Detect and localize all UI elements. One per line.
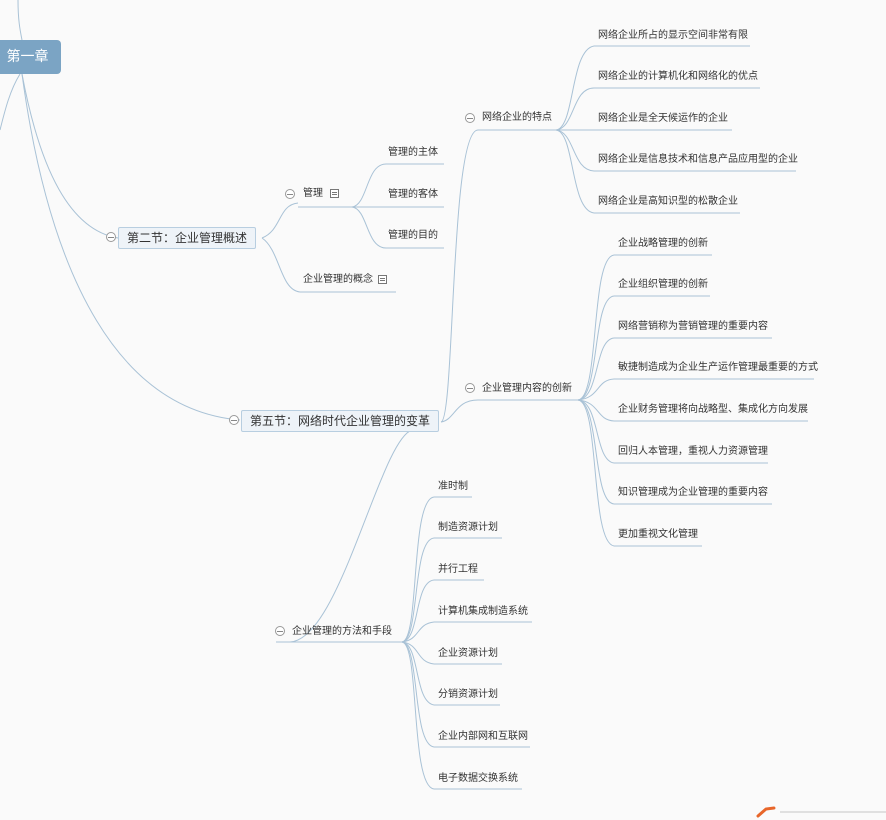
note-icon[interactable] bbox=[378, 275, 387, 284]
topic-innovation-item[interactable]: 回归人本管理，重视人力资源管理 bbox=[618, 446, 768, 457]
topic-innovation-item[interactable]: 网络营销称为营销管理的重要内容 bbox=[618, 321, 768, 332]
topic-method-item[interactable]: 分销资源计划 bbox=[438, 689, 498, 700]
topic-innovation-item[interactable]: 企业财务管理将向战略型、集成化方向发展 bbox=[618, 404, 808, 415]
topic-method-item[interactable]: 并行工程 bbox=[438, 564, 478, 575]
orange-marker-icon bbox=[756, 806, 776, 818]
topic-feature-item[interactable]: 网络企业所占的显示空间非常有限 bbox=[598, 30, 748, 41]
topic-section-5[interactable]: 第五节：网络时代企业管理的变革 bbox=[241, 410, 440, 432]
topic-method-item[interactable]: 制造资源计划 bbox=[438, 522, 498, 533]
topic-mgmt-item[interactable]: 管理的客体 bbox=[388, 189, 438, 200]
topic-method-item[interactable]: 企业内部网和互联网 bbox=[438, 731, 528, 742]
topic-management[interactable]: 管理 bbox=[303, 188, 323, 199]
topic-innovation[interactable]: 企业管理内容的创新 bbox=[482, 383, 572, 394]
collapse-toggle-icon[interactable] bbox=[465, 383, 475, 393]
topic-method-item[interactable]: 电子数据交换系统 bbox=[438, 773, 518, 784]
topic-innovation-item[interactable]: 敏捷制造成为企业生产运作管理最重要的方式 bbox=[618, 362, 818, 373]
note-icon[interactable] bbox=[330, 189, 339, 198]
topic-method-item[interactable]: 计算机集成制造系统 bbox=[438, 606, 528, 617]
collapse-toggle-icon[interactable] bbox=[229, 415, 239, 425]
collapse-toggle-icon[interactable] bbox=[106, 232, 116, 242]
topic-method-item[interactable]: 企业资源计划 bbox=[438, 648, 498, 659]
collapse-toggle-icon[interactable] bbox=[275, 626, 285, 636]
topic-feature-item[interactable]: 网络企业是全天候运作的企业 bbox=[598, 113, 728, 124]
topic-mgmt-item[interactable]: 管理的主体 bbox=[388, 147, 438, 158]
topic-innovation-item[interactable]: 更加重视文化管理 bbox=[618, 529, 698, 540]
topic-methods[interactable]: 企业管理的方法和手段 bbox=[292, 626, 392, 637]
topic-feature-item[interactable]: 网络企业是信息技术和信息产品应用型的企业 bbox=[598, 154, 798, 165]
topic-innovation-item[interactable]: 企业组织管理的创新 bbox=[618, 279, 708, 290]
collapse-toggle-icon[interactable] bbox=[285, 189, 295, 199]
topic-concept[interactable]: 企业管理的概念 bbox=[303, 274, 373, 285]
topic-feature-item[interactable]: 网络企业的计算机化和网络化的优点 bbox=[598, 71, 758, 82]
topic-method-item[interactable]: 准时制 bbox=[438, 481, 468, 492]
topic-feature-item[interactable]: 网络企业是高知识型的松散企业 bbox=[598, 196, 738, 207]
topic-mgmt-item[interactable]: 管理的目的 bbox=[388, 230, 438, 241]
topic-innovation-item[interactable]: 知识管理成为企业管理的重要内容 bbox=[618, 487, 768, 498]
topic-features[interactable]: 网络企业的特点 bbox=[482, 112, 552, 123]
topic-innovation-item[interactable]: 企业战略管理的创新 bbox=[618, 238, 708, 249]
root-topic[interactable]: 第一章 bbox=[0, 40, 61, 74]
collapse-toggle-icon[interactable] bbox=[465, 113, 475, 123]
topic-section-2[interactable]: 第二节：企业管理概述 bbox=[118, 227, 257, 249]
